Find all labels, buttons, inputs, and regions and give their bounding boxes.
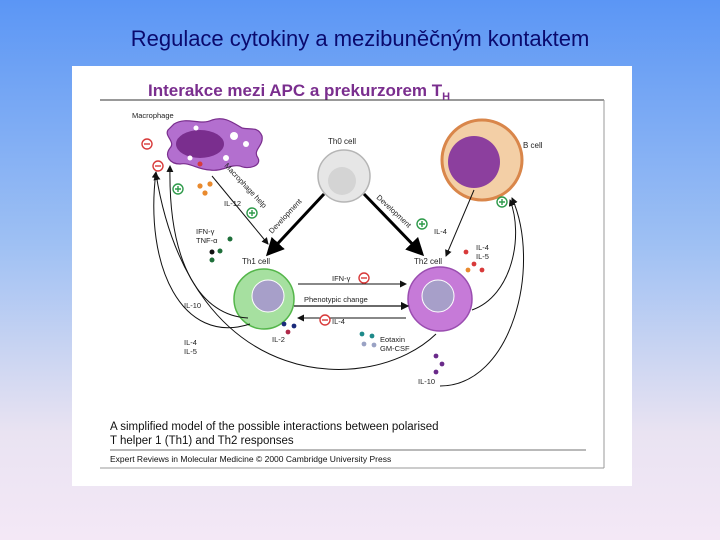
tnf-a-label: TNF-α xyxy=(196,236,218,245)
il12-dots xyxy=(197,181,213,196)
caption-line-2: T helper 1 (Th1) and Th2 responses xyxy=(110,435,294,447)
th0-label: Th0 cell xyxy=(328,137,356,146)
il10-bottom-feedback-curve xyxy=(153,173,437,370)
th1-cell xyxy=(233,268,295,330)
gmcsf-label: GM-CSF xyxy=(380,344,410,353)
th2-label: Th2 cell xyxy=(414,257,442,266)
th2-cell xyxy=(407,266,473,332)
il2-dots xyxy=(281,321,297,335)
il10-bottom-label: IL-10 xyxy=(418,377,435,386)
b-cell xyxy=(440,118,524,202)
development-label-left: Development xyxy=(267,196,304,235)
il4-il5-right-dots xyxy=(463,249,485,273)
negative-signs xyxy=(141,138,370,326)
ifn-tnf-dots xyxy=(209,236,233,263)
eotaxin-label: Eotaxin xyxy=(380,335,405,344)
macrophage-label: Macrophage xyxy=(132,111,174,120)
il4-center-label: IL-4 xyxy=(332,317,345,326)
ifn-g-center-label: IFN-γ xyxy=(332,274,351,283)
immune-interaction-diagram: Interakce mezi APC a prekurzorem TH Macr… xyxy=(100,81,605,469)
il4-il5-feedback-curve xyxy=(151,171,251,329)
il2-label: IL-2 xyxy=(272,335,285,344)
il5-right-label: IL-5 xyxy=(476,252,489,261)
il4-right-label: IL-4 xyxy=(476,243,489,252)
il4-b-to-th2-arrow xyxy=(445,189,475,257)
th2-to-b-cell-curve xyxy=(439,197,524,387)
caption-line-1: A simplified model of the possible inter… xyxy=(110,421,439,433)
il10-bottom-dots xyxy=(433,353,445,375)
il10-left-label: IL-10 xyxy=(184,301,201,310)
development-arrow-left xyxy=(265,192,326,257)
b-cell-label: B cell xyxy=(523,141,543,150)
th2-help-curve xyxy=(471,199,517,311)
il5-left-label: IL-5 xyxy=(184,347,197,356)
eotaxin-gmcsf-dots xyxy=(359,331,377,348)
development-arrow-right xyxy=(362,192,425,257)
il4-top-label: IL-4 xyxy=(434,227,447,236)
th0-cell xyxy=(317,149,371,203)
positive-signs xyxy=(172,183,508,230)
il4-left-label: IL-4 xyxy=(184,338,197,347)
figure-panel: Interakce mezi APC a prekurzorem TH Macr… xyxy=(72,66,632,486)
figure-heading: Interakce mezi APC a prekurzorem TH xyxy=(148,81,450,103)
th1-label: Th1 cell xyxy=(242,257,270,266)
ifn-g-label: IFN-γ xyxy=(196,227,215,236)
slide-title: Regulace cytokiny a mezibuněčným kontakt… xyxy=(130,26,590,51)
il12-label: IL-12 xyxy=(224,199,241,208)
phenotypic-change-label: Phenotypic change xyxy=(304,295,368,304)
macrophage-cell xyxy=(166,118,263,171)
credit-line: Expert Reviews in Molecular Medicine © 2… xyxy=(110,454,391,464)
macrophage-help-arrow xyxy=(211,175,269,245)
